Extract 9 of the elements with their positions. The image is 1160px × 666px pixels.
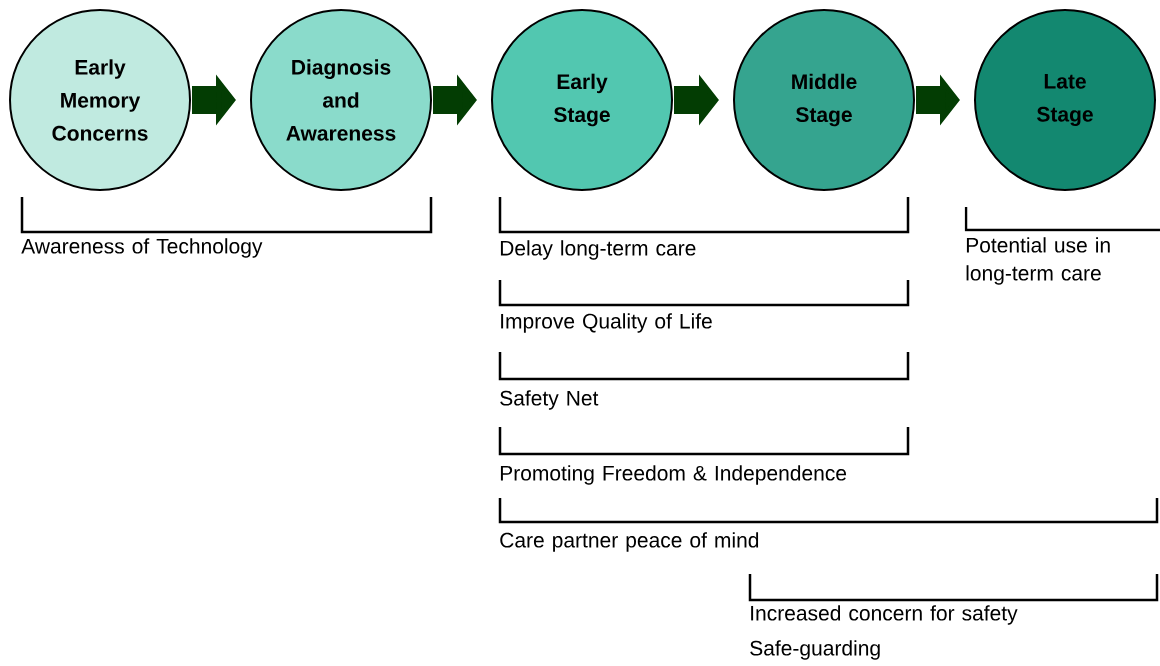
bracket-label: Delay long-term care xyxy=(500,240,696,260)
bracket-label: Increased concern for safety xyxy=(751,605,1018,625)
bracket-label: Safety Net xyxy=(500,390,599,410)
bracket-label: Potential use in long-term care xyxy=(966,237,1110,285)
bracket-label: Safe-guarding xyxy=(750,640,880,660)
bracket-label: Promoting Freedom & Independence xyxy=(500,465,847,485)
bracket-label: Awareness of Technology xyxy=(21,238,263,258)
bracket-label: Improve Quality of Life xyxy=(501,313,712,333)
bracket-label: Care partner peace of mind xyxy=(500,532,759,552)
